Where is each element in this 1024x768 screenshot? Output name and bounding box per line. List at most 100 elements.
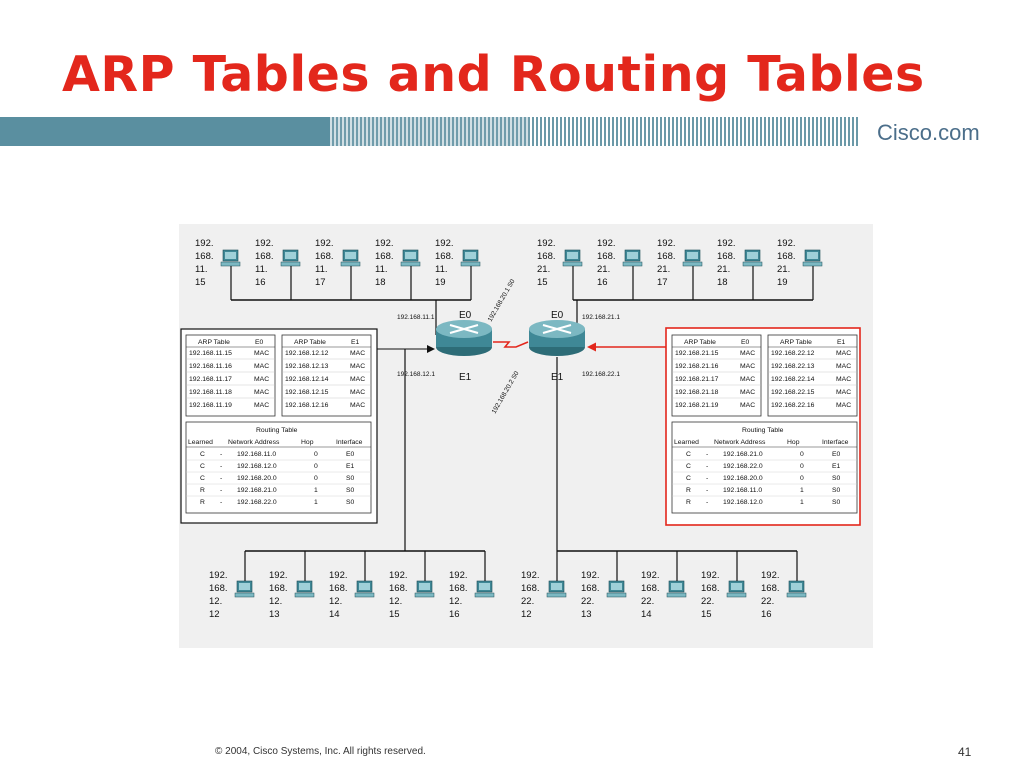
arp-row-mac: MAC — [740, 363, 755, 370]
left-router-e1-ip: 192.168.12.1 — [397, 371, 435, 378]
routing-cell: - — [706, 463, 708, 470]
top-left-host-ip-line: 15 — [195, 277, 206, 288]
arp-row-ip: 192.168.12.14 — [285, 376, 329, 383]
arp-row-ip: 192.168.11.15 — [189, 350, 232, 357]
arp-table-iface: E1 — [837, 339, 846, 346]
left-router-e0-label: E0 — [459, 310, 472, 321]
arp-row-mac: MAC — [350, 402, 365, 409]
bottom-right-host-ip-line: 168. — [761, 583, 780, 594]
right-router-e0-ip: 192.168.21.1 — [582, 314, 620, 321]
router-left — [436, 320, 492, 356]
top-right-host-ip-line: 168. — [537, 251, 556, 262]
arp-table-iface: E1 — [351, 339, 360, 346]
top-right-host-ip-line: 15 — [537, 277, 548, 288]
arp-table-e1 — [281, 334, 372, 417]
right-router-e1-ip: 192.168.22.1 — [582, 371, 620, 378]
bottom-left-host-ip-line: 192. — [389, 570, 408, 581]
arp-row-ip: 192.168.22.12 — [771, 350, 815, 357]
routing-cell: 192.168.21.0 — [237, 487, 277, 494]
right-router-e0-label: E0 — [551, 310, 564, 321]
bottom-left-host: 192.168.12.16 — [449, 570, 495, 620]
routing-col-header: Hop — [301, 439, 314, 446]
top-left-host-ip-line: 18 — [375, 277, 386, 288]
routing-table — [671, 421, 858, 514]
arp-table-title: ARP Table — [684, 339, 716, 346]
bottom-right-host-ip-line: 192. — [521, 570, 540, 581]
arp-row-mac: MAC — [836, 389, 851, 396]
top-right-host-ip-line: 21. — [537, 264, 550, 275]
arp-row-mac: MAC — [350, 389, 365, 396]
arp-table-e1 — [767, 334, 858, 417]
routing-cell: C — [200, 475, 205, 482]
top-right-host-ip-line: 21. — [657, 264, 670, 275]
routing-table-title: Routing Table — [256, 427, 298, 434]
routing-cell: 192.168.20.0 — [237, 475, 277, 482]
bottom-right-host: 192.168.22.13 — [581, 570, 627, 620]
routing-cell: E1 — [346, 463, 355, 470]
top-left-host-ip-line: 192. — [255, 238, 274, 249]
header-bar: Cisco.com — [0, 117, 1024, 146]
routing-cell: 0 — [314, 463, 318, 470]
arp-row-ip: 192.168.21.16 — [675, 363, 719, 370]
top-left-host-ip-line: 168. — [375, 251, 394, 262]
top-left-host-ip-line: 11. — [195, 264, 208, 275]
arp-row-ip: 192.168.11.17 — [189, 376, 232, 383]
routing-cell: R — [686, 487, 691, 494]
routing-cell: 0 — [800, 451, 804, 458]
bottom-right-host-ip-line: 16 — [761, 609, 772, 620]
routing-cell: 1 — [314, 487, 318, 494]
routing-cell: - — [220, 487, 222, 494]
bottom-left-host: 192.168.12.15 — [389, 570, 435, 620]
routing-col-header: Network Address — [714, 439, 766, 446]
arp-row-ip: 192.168.22.13 — [771, 363, 815, 370]
bottom-right-host-ip-line: 192. — [701, 570, 720, 581]
arp-row-mac: MAC — [350, 350, 365, 357]
bottom-right-host-ip-line: 192. — [581, 570, 600, 581]
routing-cell: C — [686, 475, 691, 482]
top-left-host: 192.168.11.19 — [435, 238, 481, 288]
bottom-left-host: 192.168.12.13 — [269, 570, 315, 620]
routing-cell: - — [220, 499, 222, 506]
top-right-host-ip-line: 192. — [597, 238, 616, 249]
routing-cell: 1 — [800, 499, 804, 506]
top-right-host: 192.168.21.16 — [597, 238, 643, 288]
bottom-right-host-ip-line: 168. — [641, 583, 660, 594]
routing-cell: - — [706, 475, 708, 482]
bottom-left-host-ip-line: 168. — [449, 583, 468, 594]
top-left-host-ip-line: 168. — [195, 251, 214, 262]
routing-cell: 192.168.21.0 — [723, 451, 763, 458]
arp-row-ip: 192.168.22.15 — [771, 389, 815, 396]
bottom-left-host-ip-line: 14 — [329, 609, 340, 620]
arp-row-ip: 192.168.22.14 — [771, 376, 815, 383]
arp-row-mac: MAC — [740, 350, 755, 357]
routing-cell: - — [706, 499, 708, 506]
bottom-left-host-ip-line: 192. — [329, 570, 348, 581]
routing-cell: 0 — [800, 463, 804, 470]
bottom-right-host-ip-line: 22. — [641, 596, 654, 607]
bottom-left-host-ip-line: 168. — [269, 583, 288, 594]
top-right-host-ip-line: 168. — [717, 251, 736, 262]
routing-cell: 0 — [314, 451, 318, 458]
top-right-host: 192.168.21.17 — [657, 238, 703, 288]
bottom-left-host-ip-line: 12. — [269, 596, 282, 607]
routing-table-title: Routing Table — [742, 427, 784, 434]
routing-cell: S0 — [832, 499, 841, 506]
routing-cell: C — [686, 463, 691, 470]
top-left-host: 192.168.11.16 — [255, 238, 301, 288]
arp-row-mac: MAC — [836, 350, 851, 357]
routing-cell: - — [220, 463, 222, 470]
arp-table-title: ARP Table — [780, 339, 812, 346]
routing-cell: E0 — [346, 451, 355, 458]
top-right-host-ip-line: 192. — [657, 238, 676, 249]
routing-col-header: Hop — [787, 439, 800, 446]
arp-row-mac: MAC — [254, 389, 269, 396]
right-router-e1-label: E1 — [551, 372, 564, 383]
bottom-left-host-ip-line: 13 — [269, 609, 280, 620]
bottom-right-host-ip-line: 192. — [761, 570, 780, 581]
bottom-right-host: 192.168.22.16 — [761, 570, 807, 620]
routing-cell: 192.168.11.0 — [237, 451, 276, 458]
top-left-host-ip-line: 192. — [435, 238, 454, 249]
routing-cell: 192.168.20.0 — [723, 475, 763, 482]
routing-cell: R — [686, 499, 691, 506]
bottom-right-host-ip-line: 168. — [581, 583, 600, 594]
